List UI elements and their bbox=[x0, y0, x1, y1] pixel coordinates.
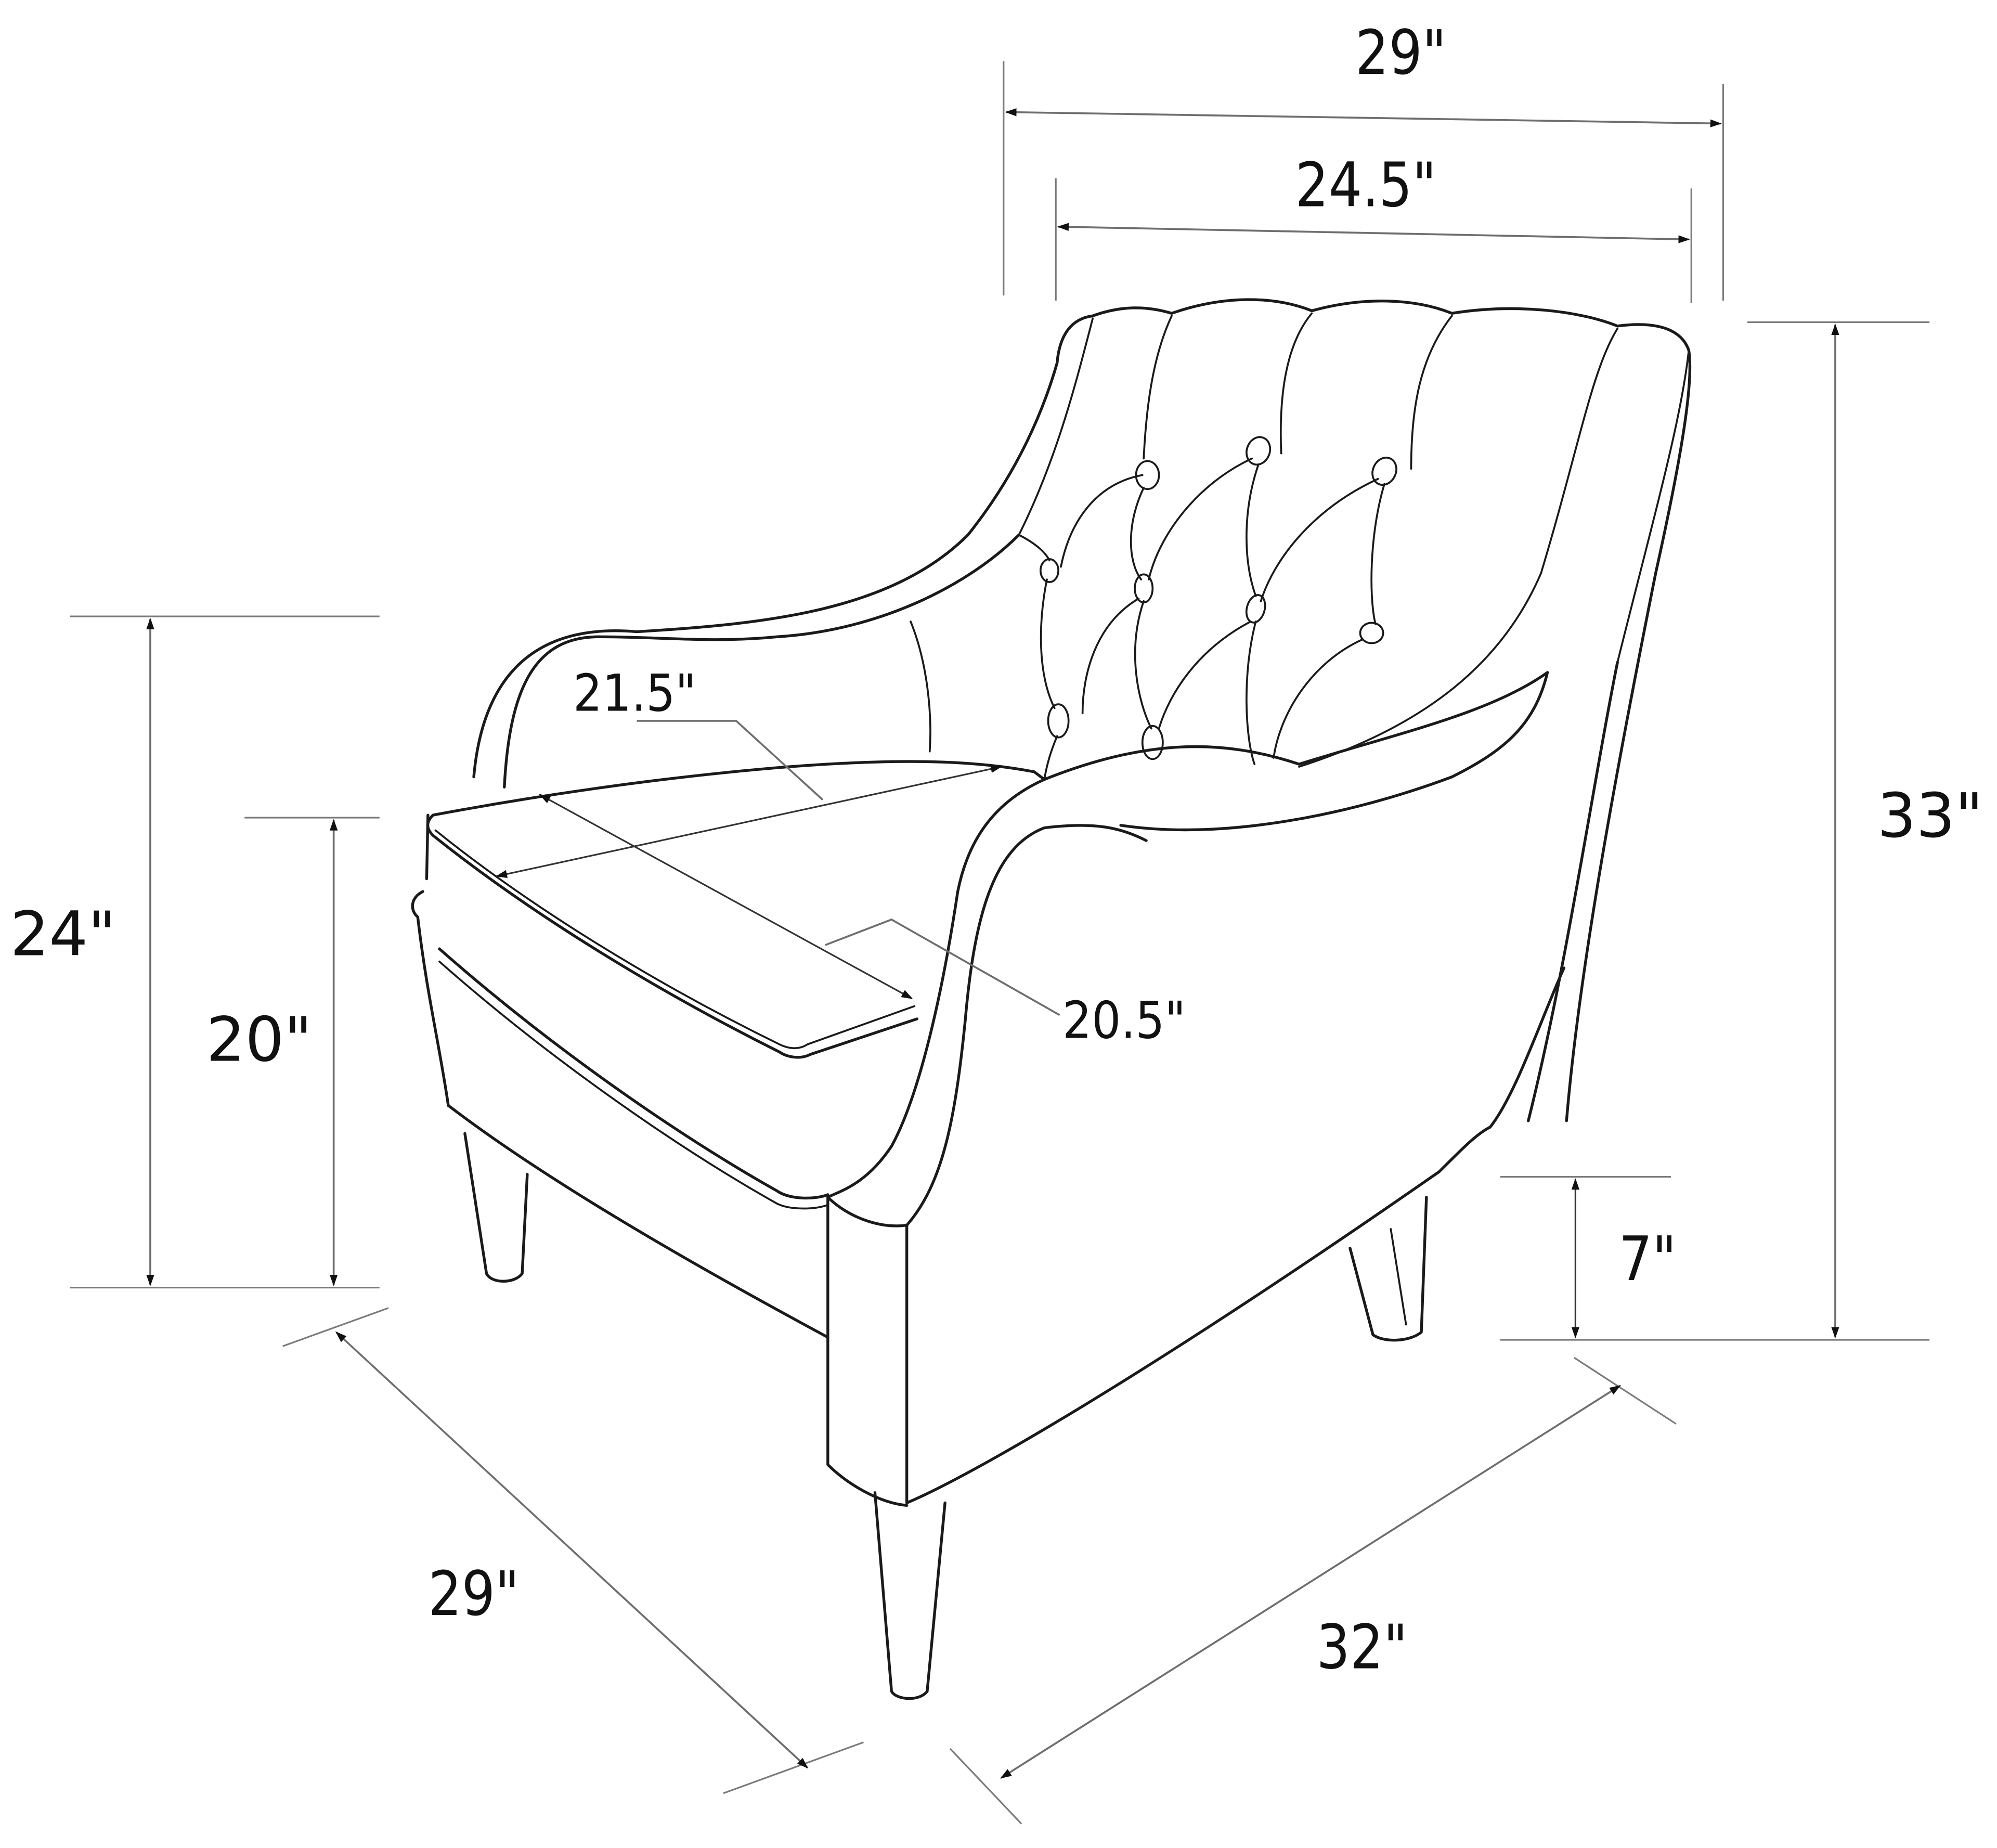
tuft-button bbox=[1047, 703, 1070, 739]
dim-leg-height: 7" bbox=[1619, 1223, 1677, 1295]
tuft-button bbox=[1245, 594, 1266, 624]
seat-apron bbox=[411, 890, 450, 1107]
chair-back-top-edge bbox=[1055, 298, 1691, 365]
chair-left-arm bbox=[472, 361, 1059, 779]
seat-cushion-front bbox=[426, 813, 918, 1059]
dim-seat-depth: 20.5" bbox=[1062, 991, 1186, 1050]
tuft-button bbox=[1371, 457, 1397, 486]
tuft-button bbox=[1246, 436, 1272, 466]
seat-cushion-top bbox=[431, 760, 1046, 817]
tuft-button bbox=[1141, 725, 1164, 760]
dim-overall-back-width: 29" bbox=[1355, 17, 1446, 88]
dim-seat-width: 21.5" bbox=[573, 664, 696, 723]
tuft-button bbox=[1359, 622, 1384, 644]
tuft-button bbox=[1135, 460, 1160, 490]
front-left-leg bbox=[463, 1132, 529, 1283]
tuft-button bbox=[1039, 558, 1059, 583]
chair-side-panel bbox=[905, 1126, 1492, 1505]
chair-right-arm bbox=[826, 778, 1148, 1227]
front-right-leg bbox=[873, 1491, 946, 1700]
armchair-illustration bbox=[411, 298, 1692, 1700]
dimension-annotations: 29" 24.5" 33" 7" 24" 20" 21.5" 20.5" bbox=[10, 17, 1983, 1825]
dim-overall-depth: 29" bbox=[428, 1558, 519, 1630]
dim-arm-height: 24" bbox=[10, 898, 116, 970]
dim-seat-height: 20" bbox=[206, 1004, 313, 1076]
dim-overall-width: 32" bbox=[1317, 1611, 1408, 1683]
dim-overall-height: 33" bbox=[1877, 780, 1983, 851]
back-right-leg bbox=[1348, 1196, 1428, 1342]
dim-inner-back-width: 24.5" bbox=[1295, 149, 1437, 221]
